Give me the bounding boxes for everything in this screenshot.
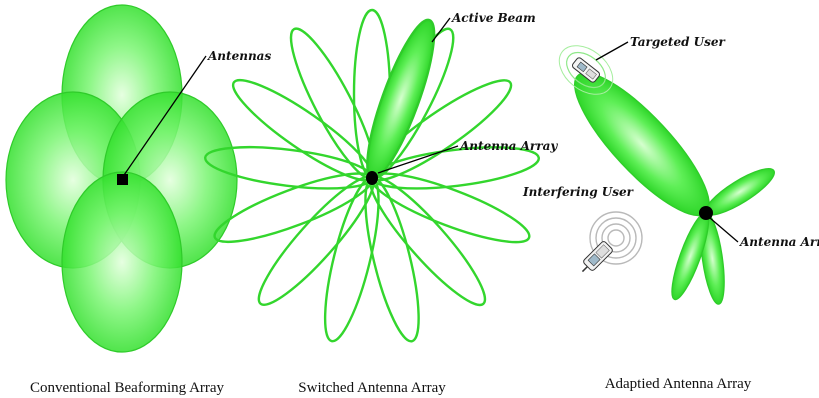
antennas-marker [117, 174, 128, 185]
conventional-caption: Conventional Beaforming Array [30, 380, 225, 396]
interfering-user-label: Interfering User [522, 185, 635, 199]
switched-array-label: Antenna Array [459, 139, 558, 153]
adaptive-panel: Targeted User Interfering User Antenna A… [522, 35, 819, 392]
conventional-panel: Antennas Conventional Beaforming Array [6, 5, 271, 396]
adaptive-array-dot [699, 206, 713, 220]
lobe-bottom [62, 172, 182, 352]
antennas-label: Antennas [207, 49, 271, 63]
switched-caption: Switched Antenna Array [298, 380, 446, 396]
interfering-phone-icon [577, 240, 613, 276]
adaptive-array-label: Antenna Array [739, 235, 819, 249]
targeted-user-label: Targeted User [630, 35, 727, 49]
main-beam [557, 56, 726, 232]
adaptive-caption: Adaptied Antenna Array [605, 376, 752, 392]
targeted-user-leader [596, 42, 628, 60]
switched-panel: Active Beam Antenna Array Switched Anten… [203, 10, 558, 396]
switched-array-dot [366, 171, 378, 185]
active-beam-label: Active Beam [451, 11, 536, 25]
